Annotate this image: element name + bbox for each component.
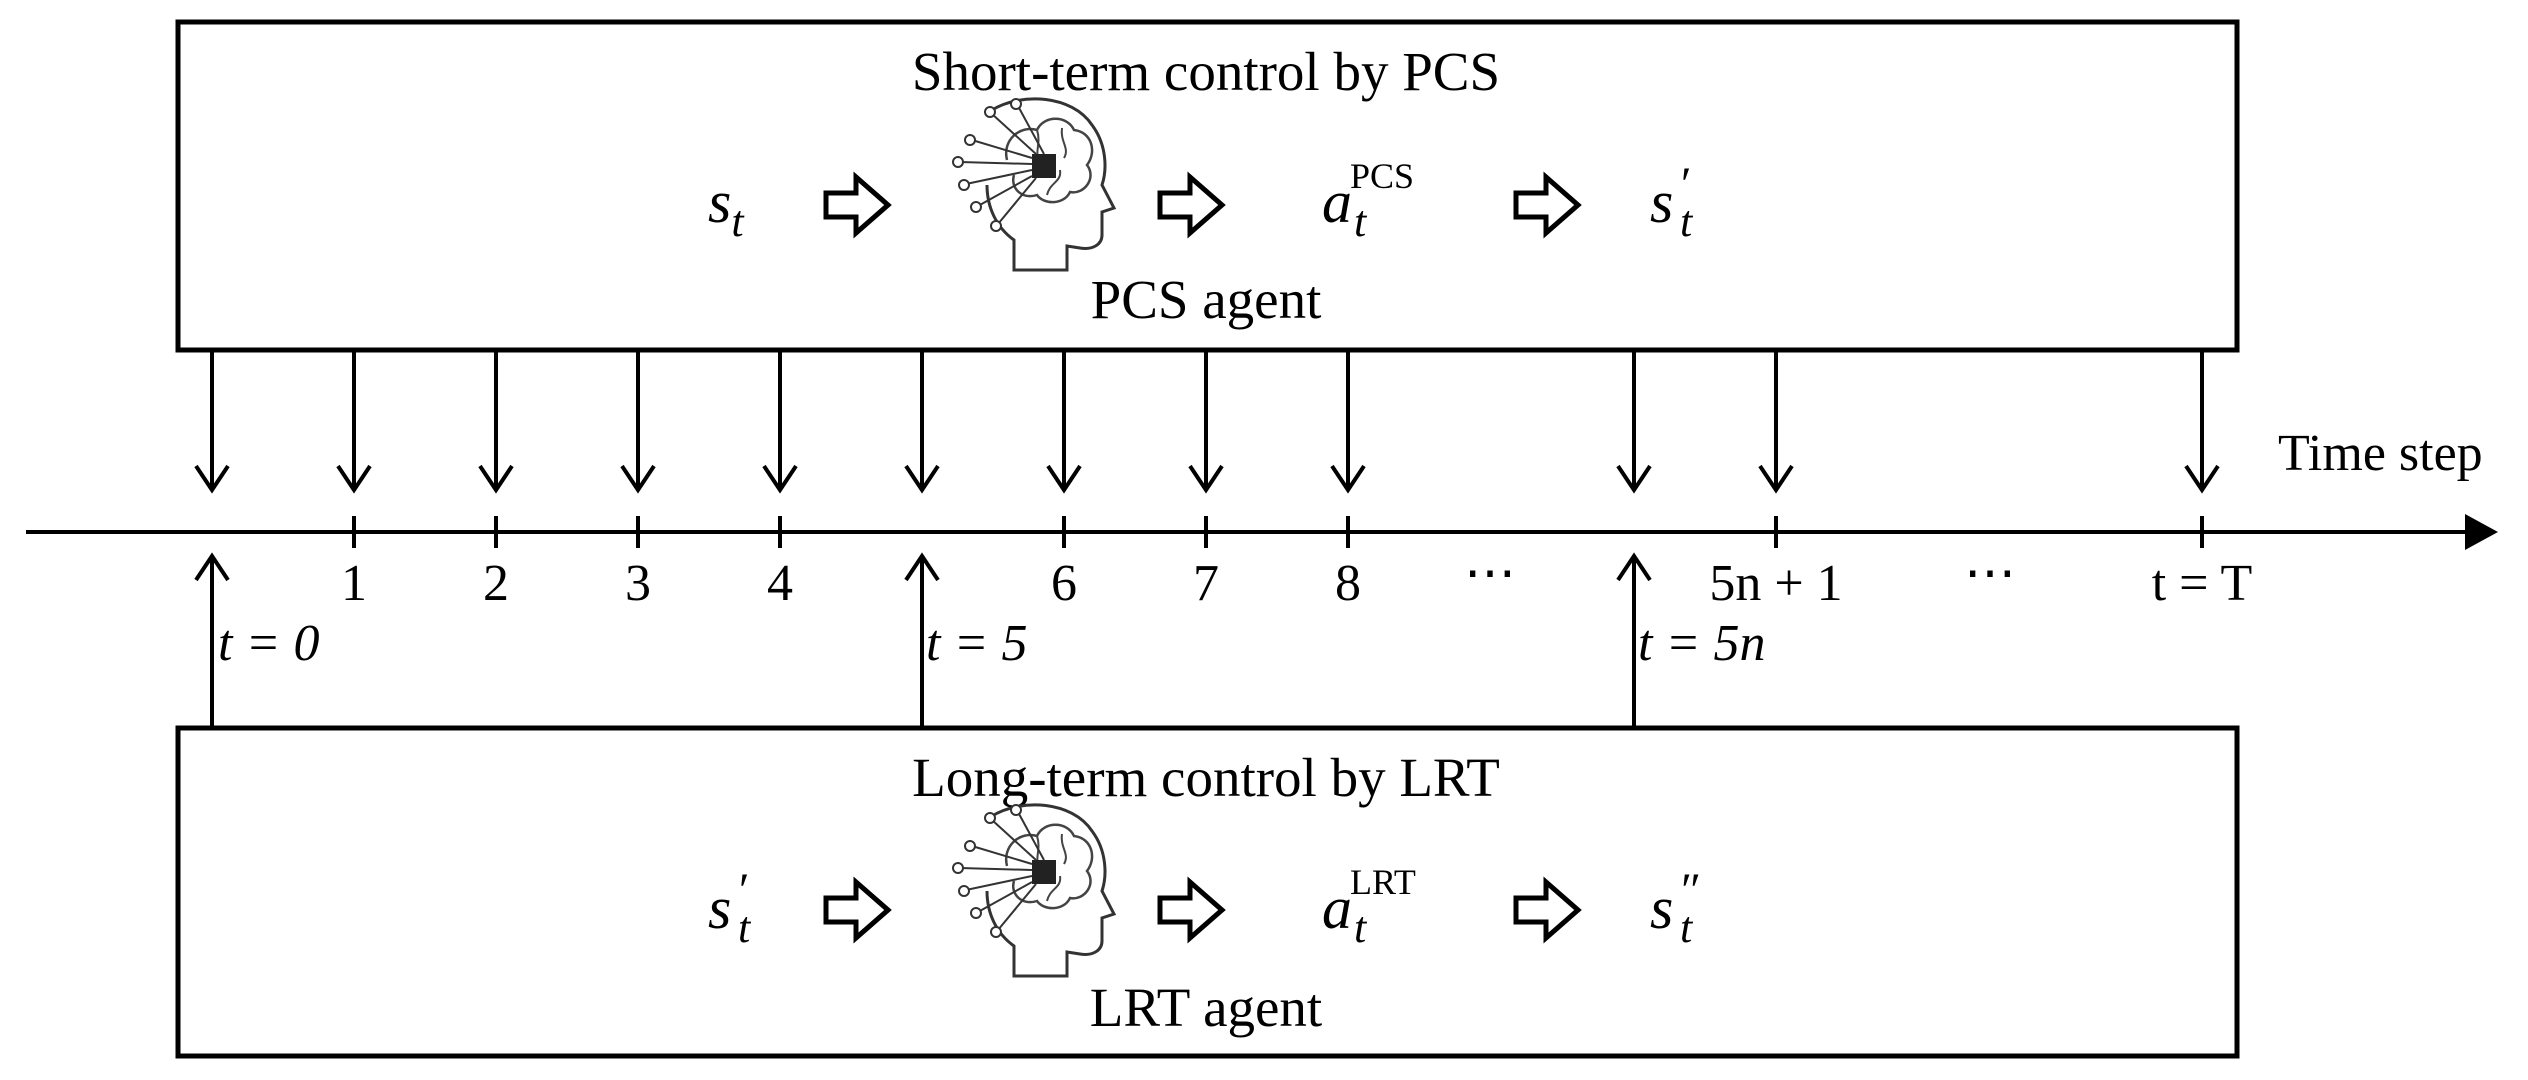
pcs-step-arrow — [478, 352, 514, 494]
lrt-step-arrow — [904, 552, 940, 726]
pcs-action-sub: t — [1354, 197, 1368, 246]
pcs-flow-arrow-2 — [1160, 177, 1222, 233]
pcs-agent-label: PCS agent — [1091, 269, 1322, 330]
tick-label: 7 — [1193, 555, 1219, 612]
pcs-step-arrow — [194, 352, 230, 494]
lrt-output-sub: t — [1680, 903, 1694, 952]
lrt-action-sub: t — [1354, 903, 1368, 952]
lrt-panel: Long-term control by LRT s ′ t aLRT t s … — [175, 725, 2240, 1059]
ellipsis-label: ⋯ — [1964, 545, 2016, 602]
pcs-step-arrow — [1188, 352, 1224, 494]
lrt-flow-arrow-3 — [1516, 882, 1578, 938]
time-axis-arrowhead — [2465, 514, 2498, 550]
pcs-step-arrow — [1330, 352, 1366, 494]
pcs-panel-title: Short-term control by PCS — [912, 41, 1500, 102]
pcs-step-arrow — [904, 352, 940, 494]
lrt-panel-frame — [175, 725, 2240, 1059]
pcs-panel: Short-term control by PCS st aPCS t s ′ … — [175, 19, 2240, 353]
tick-label: 5n + 1 — [1709, 555, 1842, 612]
pcs-step-arrows — [194, 352, 2220, 494]
lrt-step-arrow — [194, 552, 230, 726]
lrt-input-sub: t — [738, 903, 752, 952]
pcs-flow-arrow-3 — [1516, 177, 1578, 233]
pcs-step-arrow — [762, 352, 798, 494]
pcs-output-state: s — [1650, 169, 1673, 235]
lrt-agent-label: LRT agent — [1090, 977, 1322, 1038]
tick-label: 3 — [625, 555, 651, 612]
pcs-input-state: st — [708, 169, 745, 246]
time-axis-ticks — [352, 516, 2204, 548]
ellipsis-label: ⋯ — [1464, 545, 1516, 602]
tick-label: 6 — [1051, 555, 1077, 612]
lrt-marker-label: t = 5n — [1638, 615, 1766, 672]
tick-label: 1 — [341, 555, 367, 612]
tick-label: t = T — [2152, 555, 2253, 612]
lrt-action: aLRT — [1322, 862, 1416, 941]
lrt-flow-arrow-1 — [826, 882, 888, 938]
pcs-step-arrow — [1758, 352, 1794, 494]
pcs-step-arrow — [2184, 352, 2220, 494]
lrt-input-state: s — [708, 875, 731, 941]
lrt-step-arrow — [1616, 552, 1652, 726]
ai-brain-head-icon — [951, 803, 1116, 978]
pcs-output-prime: ′ — [1678, 158, 1690, 211]
tick-label: 8 — [1335, 555, 1361, 612]
pcs-output-sub: t — [1680, 197, 1694, 246]
pcs-panel-frame — [175, 19, 2240, 353]
pcs-action: aPCS — [1322, 156, 1414, 235]
pcs-flow-arrow-1 — [826, 177, 888, 233]
time-axis: Time step 1 2 3 4 6 7 8 ⋯ 5n + 1 ⋯ t = T — [26, 425, 2498, 612]
ai-brain-head-icon — [951, 97, 1116, 272]
pcs-step-arrow — [620, 352, 656, 494]
pcs-step-arrow — [1046, 352, 1082, 494]
pcs-step-arrow — [336, 352, 372, 494]
lrt-panel-title: Long-term control by LRT — [912, 747, 1500, 808]
lrt-input-prime: ′ — [736, 864, 748, 917]
tick-label: 2 — [483, 555, 509, 612]
tick-label: 4 — [767, 555, 793, 612]
time-axis-label: Time step — [2278, 425, 2483, 482]
lrt-flow-arrow-2 — [1160, 882, 1222, 938]
lrt-step-arrows — [194, 552, 1652, 726]
lrt-output-prime: ″ — [1678, 864, 1699, 917]
lrt-output-state: s — [1650, 875, 1673, 941]
lrt-marker-label: t = 5 — [926, 615, 1028, 672]
pcs-step-arrow — [1616, 352, 1652, 494]
lrt-marker-label: t = 0 — [218, 615, 320, 672]
